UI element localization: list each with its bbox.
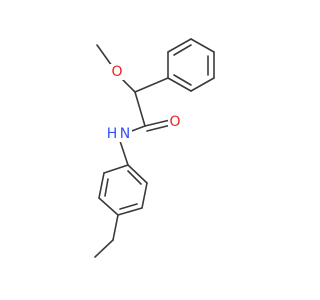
amide-hydrogen-bg [106,126,118,142]
phenyl-double-3 [173,74,192,86]
bond-carbonyl-double-2 [146,124,172,132]
bond-methyl-oxygen [96,44,113,67]
phenyl-bond-6 [167,77,192,92]
aryl-bond-2 [98,172,105,199]
molecule-canvas: O O N H [94,38,215,258]
phenyl-bond-2 [167,38,192,53]
aryl-double-1 [104,178,109,197]
aryl-bond-1 [103,164,129,174]
aryl-bond-3 [98,197,119,216]
methoxy-oxygen-label: O [111,64,122,80]
bond-aryl-ethyl [112,214,119,241]
bond-ethyl-methyl [94,239,114,258]
aryl-double-3 [127,170,142,185]
carbonyl-oxygen-bg [168,114,182,130]
phenyl-bond-3 [190,38,215,53]
phenyl-double-1 [173,44,192,56]
bond-alpha-carbon-carbonyl [134,91,146,127]
amide-nitrogen-label: N [120,126,130,142]
bond-carbonyl-double-1 [144,119,171,127]
aryl-bond-4 [117,207,143,216]
phenyl-bond-5 [190,77,215,92]
carbonyl-oxygen-label: O [169,114,180,130]
molecule-structure: O O N H [94,38,215,258]
amide-nitrogen-bg [118,126,132,142]
aryl-bond-5 [141,182,148,209]
bond-oxygen-alpha-carbon [122,79,136,93]
amide-hydrogen-label: H [107,126,118,142]
bond-alpha-carbon-phenyl [134,77,169,93]
aryl-bond-6 [127,164,148,184]
aryl-double-2 [119,203,138,210]
methoxy-oxygen-bg [110,64,124,80]
bond-nitrogen-aryl [119,140,129,166]
